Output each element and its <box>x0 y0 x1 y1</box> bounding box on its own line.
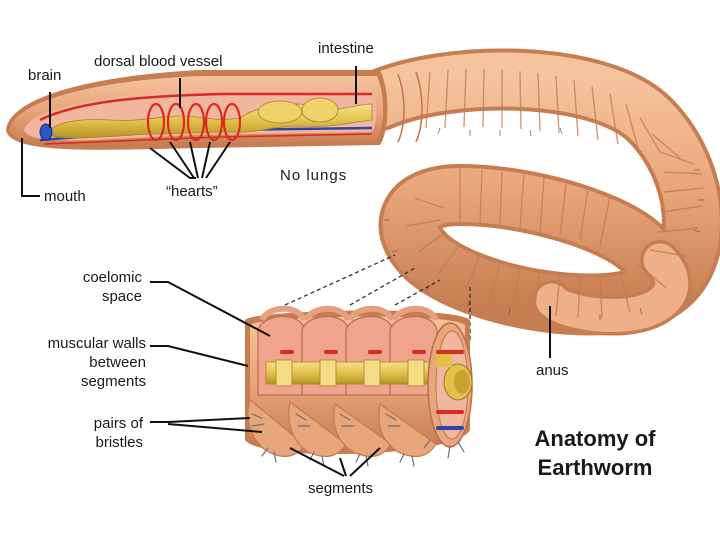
label-pairs-of-bristles: pairs of bristles <box>40 414 143 452</box>
label-bristles-line2: bristles <box>95 434 143 451</box>
label-muscular-walls-line2: between <box>89 354 146 371</box>
label-coelomic-space-line1: coelomic <box>82 269 142 286</box>
label-mouth: mouth <box>44 188 86 205</box>
label-hearts: “hearts” <box>166 183 218 200</box>
label-muscular-walls-line3: segments <box>80 373 146 390</box>
label-segments: segments <box>308 480 374 497</box>
label-intestine: intestine <box>318 40 374 57</box>
title-line1: Anatomy of <box>534 426 656 451</box>
label-coelomic-space-line2: space <box>101 288 142 305</box>
label-brain: brain <box>28 67 62 84</box>
diagram-title: Anatomy of Earthworm <box>500 424 690 482</box>
label-bristles-line1: pairs of <box>93 415 143 432</box>
label-muscular-walls-line1: muscular walls <box>47 335 146 352</box>
leader-lines <box>21 66 551 477</box>
label-no-lungs: No lungs <box>280 167 348 184</box>
label-muscular-walls: muscular walls between segments <box>8 334 146 391</box>
label-anus: anus <box>536 362 569 379</box>
title-line2: Earthworm <box>537 455 653 480</box>
label-dorsal-blood-vessel: dorsal blood vessel <box>94 53 223 70</box>
label-coelomic-space: coelomic space <box>40 268 142 306</box>
segment-cross-section <box>245 254 473 467</box>
worm-body <box>6 48 720 336</box>
